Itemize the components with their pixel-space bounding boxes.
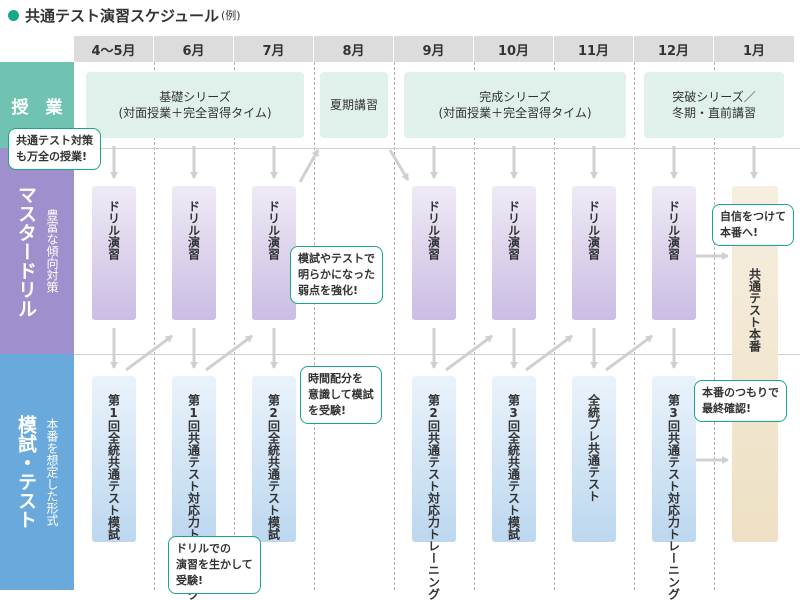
month-header-7: 7月 xyxy=(234,36,314,62)
row-label-mock: 本番を想定した形式 模試・テスト xyxy=(0,354,74,590)
month-header-10: 10月 xyxy=(474,36,554,62)
final-exam-label: 共通テスト本番 xyxy=(747,268,762,352)
row-label-mock-main: 模試・テスト xyxy=(15,415,37,529)
callout-drill-weakness: 模試やテストで 明らかになった 弱点を強化! xyxy=(290,246,383,304)
class-block-complete-sub: (対面授業＋完全習得タイム) xyxy=(438,106,592,120)
month-header-8: 8月 xyxy=(314,36,394,62)
mock-block-6: 第1回共通テスト対応力トレーニング xyxy=(172,376,216,600)
month-header-9: 9月 xyxy=(394,36,474,62)
mock-block-12: 第3回共通テスト対応力トレーニング xyxy=(652,376,696,600)
page-title: 共通テスト演習スケジュール (例) xyxy=(8,4,241,26)
mock-block-4-5: 第1回全統共通テスト模試 xyxy=(92,376,136,542)
class-block-complete-title: 完成シリーズ xyxy=(479,89,551,104)
callout-classes: 共通テスト対策 も万全の授業! xyxy=(8,128,101,170)
class-block-summer: 夏期講習 xyxy=(320,72,388,138)
callout-final-check: 本番のつもりで 最終確認! xyxy=(694,380,787,422)
title-bullet-icon xyxy=(8,9,19,21)
row-divider xyxy=(74,148,800,149)
month-header-12: 12月 xyxy=(634,36,714,62)
column-divider xyxy=(554,62,555,590)
column-divider xyxy=(394,62,395,590)
callout-drill-practice: ドリルでの 演習を生かして 受験! xyxy=(168,536,261,594)
row-divider xyxy=(74,354,800,355)
month-header-1: 1月 xyxy=(714,36,794,62)
class-block-basic-title: 基礎シリーズ xyxy=(159,89,231,104)
drill-block-10: ドリル演習 xyxy=(492,186,536,320)
class-block-summer-title: 夏期講習 xyxy=(329,97,378,112)
row-label-classes-text: 授 業 xyxy=(11,97,63,118)
title-text: 共通テスト演習スケジュール xyxy=(25,6,219,25)
mock-block-7: 第2回全統共通テスト模試 xyxy=(252,376,296,542)
column-divider xyxy=(474,62,475,590)
column-divider xyxy=(714,62,715,590)
class-block-breakthrough: 突破シリーズ／ 冬期・直前講習 xyxy=(644,72,784,138)
row-label-drill: 豊富な傾向対策 マスタードリル xyxy=(0,148,74,354)
drill-block-6: ドリル演習 xyxy=(172,186,216,320)
callout-confidence: 自信をつけて 本番へ! xyxy=(712,204,794,246)
class-block-basic-sub: (対面授業＋完全習得タイム) xyxy=(118,106,272,120)
drill-block-11: ドリル演習 xyxy=(572,186,616,320)
column-divider xyxy=(314,62,315,590)
column-divider xyxy=(234,62,235,590)
class-block-breakthrough-title: 突破シリーズ／ xyxy=(672,89,756,104)
drill-block-9: ドリル演習 xyxy=(412,186,456,320)
drill-block-12: ドリル演習 xyxy=(652,186,696,320)
mock-block-11: 全統プレ共通テスト xyxy=(572,376,616,542)
mock-block-10: 第3回全統共通テスト模試 xyxy=(492,376,536,542)
class-block-basic: 基礎シリーズ (対面授業＋完全習得タイム) xyxy=(86,72,304,138)
row-label-drill-sub: 豊富な傾向対策 xyxy=(45,209,59,293)
callout-time-allocation: 時間配分を 意識して模試 を受験! xyxy=(300,366,382,424)
month-header-11: 11月 xyxy=(554,36,634,62)
column-divider xyxy=(634,62,635,590)
column-divider xyxy=(154,62,155,590)
title-suffix: (例) xyxy=(220,9,241,22)
class-block-complete: 完成シリーズ (対面授業＋完全習得タイム) xyxy=(404,72,626,138)
class-block-breakthrough-sub: 冬期・直前講習 xyxy=(671,106,756,120)
month-header-6: 6月 xyxy=(154,36,234,62)
mock-block-9: 第2回共通テスト対応力トレーニング xyxy=(412,376,456,600)
month-header-4-5: 4〜5月 xyxy=(74,36,154,62)
drill-block-7: ドリル演習 xyxy=(252,186,296,320)
drill-block-4-5: ドリル演習 xyxy=(92,186,136,320)
row-label-mock-sub: 本番を想定した形式 xyxy=(45,418,59,526)
row-label-drill-main: マスタードリル xyxy=(15,184,37,318)
